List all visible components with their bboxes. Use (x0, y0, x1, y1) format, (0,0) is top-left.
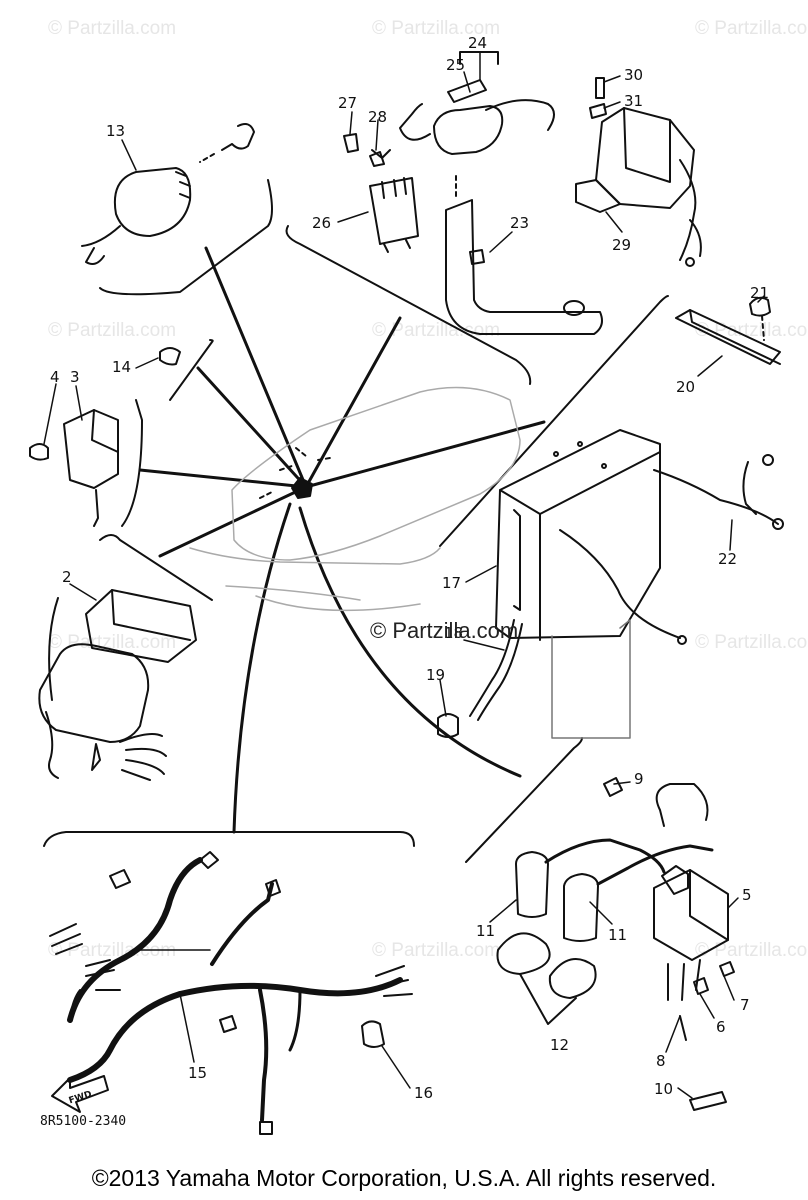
watermark: © Partzilla.com (695, 632, 808, 653)
callout-28: 28 (368, 108, 387, 126)
watermark: © Partzilla.com (372, 940, 501, 961)
callout-4: 4 (50, 368, 60, 386)
callout-20: 20 (676, 378, 695, 396)
part-15-harness (49, 851, 413, 1135)
part-29-relay (575, 77, 702, 267)
callout-6: 6 (716, 1018, 726, 1036)
callout-19: 19 (426, 666, 445, 684)
part-22-cable (653, 454, 784, 530)
diagram-code: 8R5100-2340 (40, 1114, 127, 1129)
part-5-coil (603, 777, 729, 1001)
callout-13: 13 (106, 122, 125, 140)
part-14-clip (159, 347, 181, 366)
watermark: © Partzilla.com (372, 18, 501, 39)
part-17-battery (495, 429, 687, 739)
callout-17: 17 (442, 574, 461, 592)
callout-25: 25 (446, 56, 465, 74)
copyright-notice: ©2013 Yamaha Motor Corporation, U.S.A. A… (91, 1165, 717, 1191)
watermark-center: © Partzilla.com (370, 618, 519, 643)
callout-16: 16 (414, 1084, 433, 1102)
watermark: © Partzilla.com (48, 320, 177, 341)
callout-21: 21 (750, 284, 769, 302)
part-23-bracket (445, 175, 603, 335)
callout-10: 10 (654, 1080, 673, 1098)
callout-29: 29 (612, 236, 631, 254)
watermark: © Partzilla.com (48, 18, 177, 39)
bracket-3 (121, 399, 143, 527)
callout-5: 5 (742, 886, 752, 904)
callout-14: 14 (112, 358, 131, 376)
part-26-holder (343, 133, 419, 253)
center-hub (291, 477, 313, 499)
callout-22: 22 (718, 550, 737, 568)
callout-11-left: 11 (476, 922, 495, 940)
callout-7: 7 (740, 996, 750, 1014)
part-11-cap (515, 838, 714, 942)
part-3-regulator (29, 409, 119, 527)
bracket-2 (99, 534, 213, 601)
watermark: © Partzilla.com (48, 632, 177, 653)
callout-26: 26 (312, 214, 331, 232)
watermark: © Partzilla.com (695, 940, 808, 961)
bracket-harness (43, 831, 415, 847)
part-20-strap (675, 296, 781, 365)
callout-23: 23 (510, 214, 529, 232)
wire-pointer-12 (48, 597, 59, 701)
snowmobile-outline (189, 386, 521, 612)
callout-8: 8 (656, 1052, 666, 1070)
fwd-arrow (51, 1075, 109, 1113)
callout-31: 31 (624, 92, 643, 110)
bracket-battery (439, 295, 669, 547)
watermark: © Partzilla.com (372, 320, 501, 341)
part-2-unit (38, 589, 197, 781)
callout-11-right: 11 (608, 926, 627, 944)
callout-numbers: 13 24 25 27 28 26 23 29 30 31 14 4 3 2 2… (50, 34, 769, 1106)
bracket-coil (465, 737, 583, 863)
part-12-boot (496, 932, 597, 1025)
parts-6-7-8-10 (679, 961, 735, 1111)
callout-24: 24 (468, 34, 487, 52)
callout-12: 12 (550, 1036, 569, 1054)
bracket-13 (99, 179, 273, 296)
callout-3: 3 (70, 368, 80, 386)
callout-leaders (43, 51, 765, 1099)
part-24-relay (371, 51, 555, 159)
bracket-center-top (285, 225, 532, 385)
callout-30: 30 (624, 66, 643, 84)
fwd-label: FWD (68, 1090, 93, 1107)
callout-9: 9 (634, 770, 644, 788)
callout-15: 15 (188, 1064, 207, 1082)
callout-18: 18 (444, 624, 463, 642)
watermark: © Partzilla.com (695, 18, 808, 39)
bracket-14 (169, 339, 214, 401)
part-16-connector (361, 1020, 385, 1048)
center-leaders (138, 246, 546, 834)
callout-2: 2 (62, 568, 72, 586)
callout-27: 27 (338, 94, 357, 112)
part-18-tube (437, 619, 523, 738)
part-13-switch (81, 123, 255, 265)
